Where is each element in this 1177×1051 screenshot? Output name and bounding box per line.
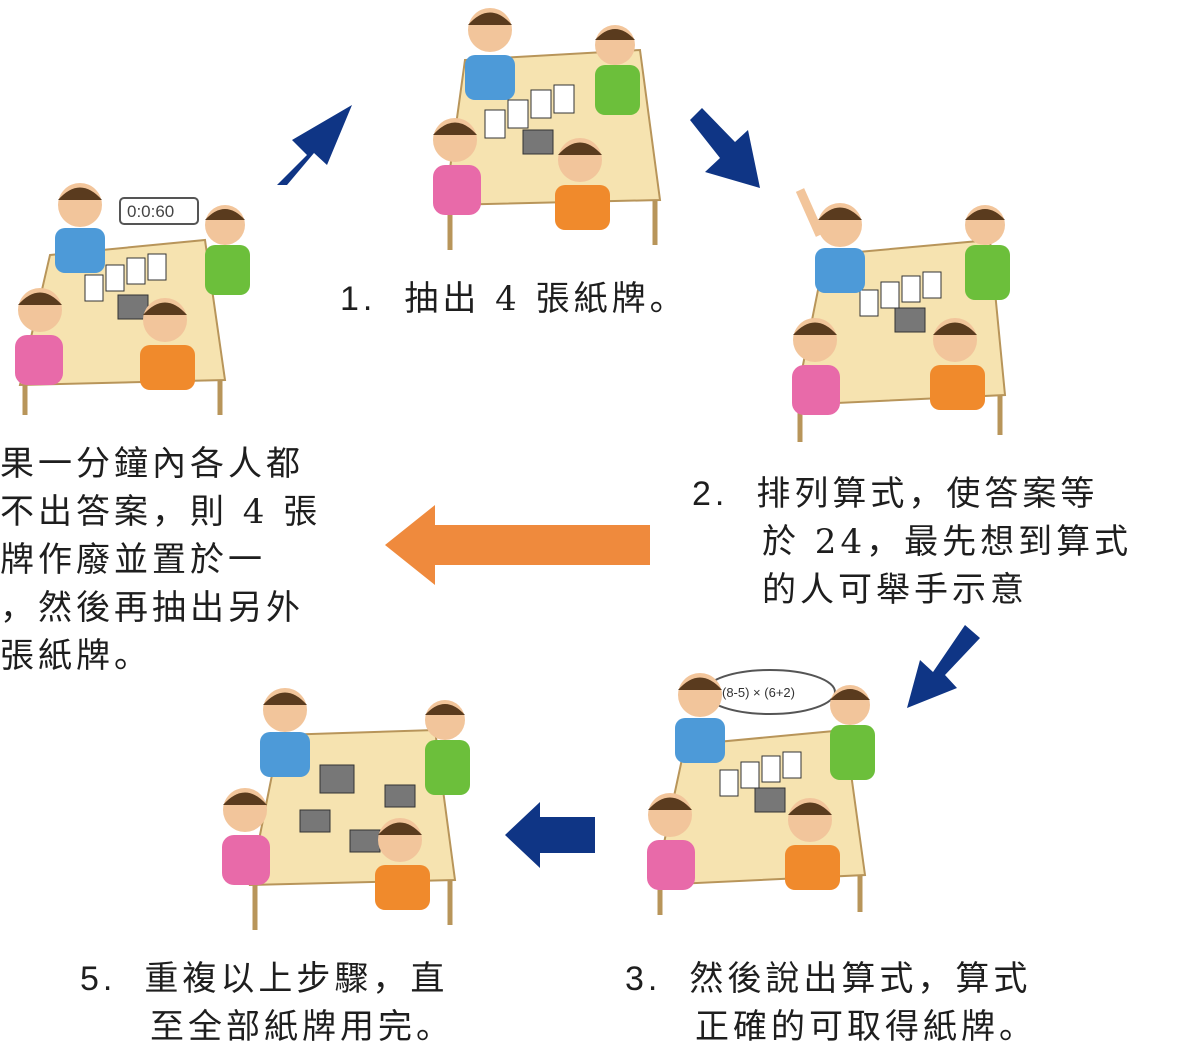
arrow-left-to-step1 bbox=[277, 105, 352, 185]
step4-line2: 不出答案，則 4 張 bbox=[0, 492, 322, 532]
step1-number: 1. bbox=[340, 280, 377, 318]
timer-text: 0:0:60 bbox=[127, 202, 174, 221]
step4-line4: ，然後再抽出另外 bbox=[0, 588, 304, 628]
scene-arrange-formula bbox=[792, 188, 1010, 442]
step5-line1: 重複以上步驟，直 bbox=[144, 959, 449, 999]
step1-text: 抽出 4 張紙牌。 bbox=[404, 279, 688, 319]
step4-line1: 果一分鐘內各人都 bbox=[0, 444, 304, 484]
step4-line3: 牌作廢並置於一 bbox=[0, 540, 266, 580]
step5-line2: 至全部紙牌用完。 bbox=[150, 1007, 454, 1047]
step5-number: 5. bbox=[80, 960, 117, 998]
timer-box bbox=[119, 197, 199, 225]
step5-caption: 5. 重複以上步驟，直 至全部紙牌用完。 bbox=[80, 955, 454, 1051]
step2-line3: 的人可舉手示意 bbox=[762, 570, 1028, 610]
step4-line5: 張紙牌。 bbox=[0, 636, 152, 676]
step1-caption: 1. 抽出 4 張紙牌。 bbox=[340, 275, 688, 323]
arrow-orange-to-left bbox=[385, 505, 650, 585]
step3-number: 3. bbox=[625, 960, 662, 998]
scene-draw-cards bbox=[433, 8, 662, 250]
scene-say-formula: (8-5) × (6+2) bbox=[647, 669, 875, 915]
step2-caption: 2. 排列算式，使答案等 於 24，最先想到算式 的人可舉手示意 bbox=[692, 470, 1132, 614]
speech-text: (8-5) × (6+2) bbox=[722, 685, 795, 700]
arrow-step2-to-step3 bbox=[907, 625, 980, 708]
arrow-step1-to-step2 bbox=[690, 108, 760, 188]
step4-caption: 果一分鐘內各人都 不出答案，則 4 張 牌作廢並置於一 ，然後再抽出另外 張紙牌… bbox=[0, 440, 350, 680]
scene-repeat bbox=[222, 688, 470, 930]
arrow-step3-to-step5 bbox=[505, 802, 595, 868]
step2-line2: 於 24，最先想到算式 bbox=[762, 522, 1133, 562]
step2-line1: 排列算式，使答案等 bbox=[756, 474, 1099, 514]
step3-caption: 3. 然後說出算式，算式 正確的可取得紙牌。 bbox=[625, 955, 1037, 1051]
step3-line2: 正確的可取得紙牌。 bbox=[695, 1007, 1037, 1047]
step3-line1: 然後說出算式，算式 bbox=[689, 959, 1032, 999]
scene-timeout: 0:0:60 bbox=[15, 183, 250, 415]
step2-number: 2. bbox=[692, 475, 729, 513]
